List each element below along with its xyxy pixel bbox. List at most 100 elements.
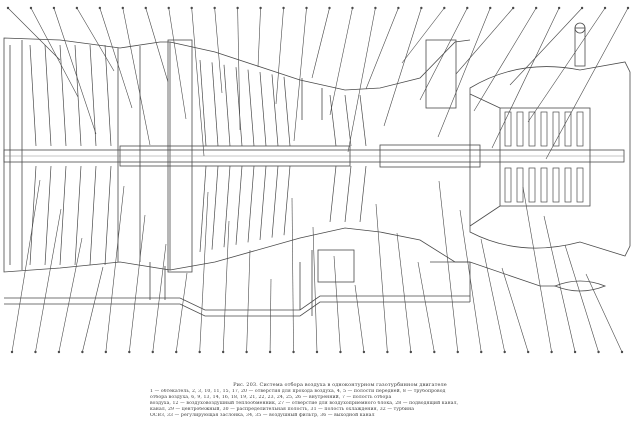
callout-leader-top xyxy=(76,7,115,72)
callout-leader-bottom xyxy=(58,237,83,353)
callout-marker-bottom xyxy=(175,350,178,354)
callout-marker-bottom xyxy=(526,350,530,354)
compressor-blade-lower xyxy=(259,165,267,241)
legend-line-3: воздуха, 12 — воздуховоздушный теплообме… xyxy=(150,401,459,406)
compressor-blade-upper xyxy=(74,44,82,147)
callout-marker-bottom xyxy=(433,350,436,354)
compressor-blade-lower xyxy=(44,165,52,266)
callout-marker-bottom xyxy=(597,350,600,354)
callout-leader-top xyxy=(455,7,514,75)
compressor-blade-upper xyxy=(199,59,207,147)
callout-marker-bottom xyxy=(386,350,389,354)
turbine-section xyxy=(469,22,631,292)
turbine-blade-upper xyxy=(504,111,512,147)
compressor-blade-upper xyxy=(259,71,267,147)
compressor-blade-upper xyxy=(359,94,367,147)
callout-marker-bottom xyxy=(339,350,342,354)
callout-marker-bottom xyxy=(128,350,131,354)
callout-leader-bottom xyxy=(459,209,482,353)
compressor-blade-lower xyxy=(89,165,97,266)
compressor-blade-lower xyxy=(329,165,337,223)
callout-marker-top xyxy=(557,6,561,10)
callout-leader-top xyxy=(99,7,133,109)
compressor-blade-lower xyxy=(29,165,37,266)
callout-leader-top xyxy=(437,7,491,138)
turbine-blade-lower xyxy=(540,167,548,203)
blade-rows xyxy=(29,44,367,266)
turbine-blade-lower xyxy=(576,167,584,203)
callout-marker-bottom xyxy=(57,350,61,354)
callout-leader-bottom xyxy=(175,272,188,353)
top-callout-lines xyxy=(6,6,630,160)
callout-leader-bottom xyxy=(35,208,62,353)
callout-leader-bottom xyxy=(438,180,459,353)
callout-leader-top xyxy=(214,7,223,94)
figure-caption: Рис. 203. Система отбора воздуха в однок… xyxy=(150,382,530,419)
callout-marker-bottom xyxy=(409,350,413,354)
callout-leader-bottom xyxy=(152,243,167,353)
callout-marker-top xyxy=(351,6,354,10)
turbine-blade-upper xyxy=(528,111,536,147)
callout-leader-top xyxy=(53,7,97,135)
callout-leader-bottom xyxy=(522,186,552,353)
callout-marker-bottom xyxy=(10,350,14,354)
callout-leader-top xyxy=(237,7,241,131)
callout-leader-bottom xyxy=(222,220,230,353)
callout-marker-bottom xyxy=(268,350,272,354)
callout-leader-top xyxy=(527,7,606,123)
callout-leader-top xyxy=(491,7,560,149)
callout-marker-top xyxy=(52,6,56,10)
callout-leader-top xyxy=(191,7,205,157)
callout-leader-bottom xyxy=(501,267,529,353)
callout-leader-top xyxy=(401,7,445,64)
callout-leader-top xyxy=(347,7,376,153)
compressor-blade-upper xyxy=(271,74,279,147)
callout-marker-bottom xyxy=(620,350,624,354)
callout-leader-bottom xyxy=(269,278,272,353)
callout-leader-top xyxy=(383,7,422,127)
callout-marker-top xyxy=(98,6,102,10)
legend-line-1: 1 — обтекатель, 2, 3, 10, 11, 15, 17, 20… xyxy=(150,389,446,394)
callout-marker-bottom xyxy=(480,350,483,354)
turbine-blade-upper xyxy=(552,111,560,147)
compressor-blade-lower xyxy=(271,165,279,238)
turbine-blade-upper xyxy=(576,111,584,147)
compressor-blade-lower xyxy=(59,165,67,266)
compressor-blade-upper xyxy=(344,94,352,147)
compressor-blade-upper xyxy=(89,44,97,147)
callout-leader-top xyxy=(311,7,330,79)
turbine-blade-upper xyxy=(564,111,572,147)
callout-leader-bottom xyxy=(82,266,104,353)
callout-leader-bottom xyxy=(105,185,125,353)
callout-marker-top xyxy=(305,6,308,10)
compressor-blade-lower xyxy=(235,165,243,245)
callout-marker-bottom xyxy=(81,350,84,354)
callout-leader-bottom xyxy=(396,232,412,353)
callout-marker-top xyxy=(259,6,262,10)
callout-leader-top xyxy=(545,7,629,160)
figure-title: Рис. 203. Система отбора воздуха в однок… xyxy=(233,382,447,388)
callout-marker-top xyxy=(167,6,170,10)
legend-line-4: канал, 29 — центробежный, 30 — распредел… xyxy=(150,407,415,412)
compressor-blade-lower xyxy=(223,165,231,248)
callout-leader-top xyxy=(30,7,79,98)
turbine-blade-lower xyxy=(504,167,512,203)
inlet-fan-section xyxy=(3,37,171,273)
compressor-blade-upper xyxy=(283,76,291,147)
callout-marker-top xyxy=(328,6,331,10)
turbine-blade-lower xyxy=(564,167,572,203)
callout-leader-bottom xyxy=(312,226,318,353)
callout-marker-top xyxy=(6,6,10,10)
compressor-blade-upper xyxy=(329,94,337,147)
compressor-blade-lower xyxy=(199,165,207,253)
callout-marker-bottom xyxy=(573,350,577,354)
callout-leader-bottom xyxy=(585,273,623,353)
callout-leader-bottom xyxy=(480,238,505,353)
main-shaft xyxy=(3,144,625,168)
callout-marker-top xyxy=(443,6,446,10)
callout-leader-top xyxy=(329,7,353,116)
compressor-blade-upper xyxy=(247,69,255,147)
compressor-blade-lower xyxy=(359,165,367,223)
callout-leader-bottom xyxy=(129,214,146,353)
callout-marker-top xyxy=(466,6,469,10)
